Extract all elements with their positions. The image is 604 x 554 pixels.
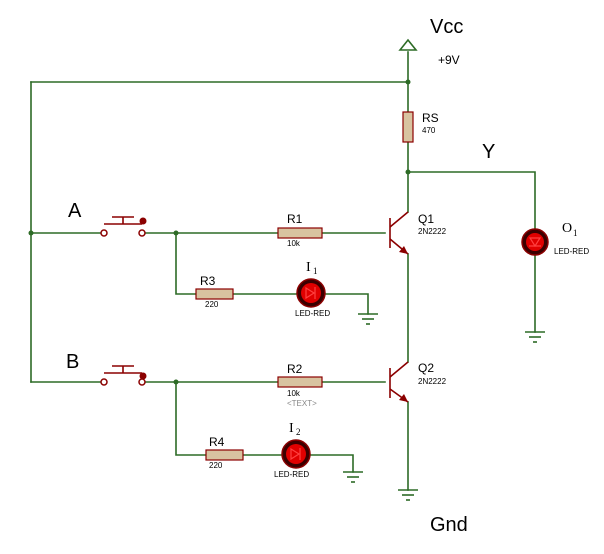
led-i2-diode-icon xyxy=(290,447,301,461)
q1-emitter-arrow-icon xyxy=(399,246,408,254)
led-i2-subscript: 2 xyxy=(296,427,301,437)
vcc-terminal: Vcc +9V xyxy=(398,16,463,67)
resistor-r1-name: R1 xyxy=(287,212,303,226)
junction-dot xyxy=(173,230,179,236)
led-i1-glow xyxy=(301,283,321,303)
q1-name: Q1 xyxy=(418,212,434,226)
resistor-r4-value: 220 xyxy=(209,461,223,470)
switch-a-right-contact xyxy=(138,229,146,237)
resistor-r1: R1 10k xyxy=(277,212,323,248)
junctions xyxy=(28,79,411,385)
switch-b-left-contact xyxy=(100,378,108,386)
resistor-r1-body xyxy=(277,227,323,239)
ground-i2-icon xyxy=(343,471,363,483)
output-y-label: Y xyxy=(482,141,495,163)
resistor-r2-body xyxy=(277,376,323,388)
transistor-q2: Q2 2N2222 xyxy=(389,361,447,403)
ground-i1-icon xyxy=(358,313,378,325)
b-to-r4-wire xyxy=(175,381,207,456)
junction-dot xyxy=(405,169,411,175)
led-o1-part: LED-RED xyxy=(554,247,589,256)
q1-part: 2N2222 xyxy=(418,227,447,236)
resistor-rs-value: 470 xyxy=(422,126,436,135)
ground-main-icon xyxy=(398,489,418,501)
junction-dot xyxy=(173,379,179,385)
q2-name: Q2 xyxy=(418,361,434,375)
led-i1-subscript: 1 xyxy=(313,266,318,276)
vcc-value-label: +9V xyxy=(438,53,460,67)
resistor-r3-value: 220 xyxy=(205,300,219,309)
led-o1-glow xyxy=(526,233,544,251)
vcc-arrow-icon xyxy=(398,38,418,51)
led-o1-subscript: 1 xyxy=(573,228,578,238)
led-i2-glow xyxy=(286,444,306,464)
i2-to-ground-wire xyxy=(309,454,354,473)
switch-b-right-contact xyxy=(138,378,146,386)
led-o1: O 1 LED-RED xyxy=(521,221,589,256)
resistor-r4-body xyxy=(205,449,244,461)
resistor-r3-name: R3 xyxy=(200,274,216,288)
q2-collector-lead xyxy=(389,361,409,378)
junction-dot xyxy=(405,79,411,85)
switch-b[interactable] xyxy=(100,365,147,386)
y-to-o1-wire xyxy=(407,171,536,229)
led-i1: I 1 LED-RED xyxy=(295,260,330,318)
q1-collector-lead xyxy=(389,211,409,228)
transistor-q1: Q1 2N2222 xyxy=(389,211,447,255)
led-o1-name: O xyxy=(562,221,572,236)
resistor-r4: R4 220 xyxy=(205,435,244,470)
a-to-r3-wire xyxy=(175,232,197,295)
resistor-r2-value: 10k xyxy=(287,389,301,398)
resistor-rs-body xyxy=(402,111,414,143)
junction-dot xyxy=(28,230,34,236)
input-a-label: A xyxy=(68,200,82,222)
resistor-r2: R2 10k <TEXT> xyxy=(277,362,323,408)
resistor-r2-name: R2 xyxy=(287,362,303,376)
switch-a-left-contact xyxy=(100,229,108,237)
input-b-label: B xyxy=(66,351,79,373)
gnd-label: Gnd xyxy=(430,514,468,536)
led-i2-name: I xyxy=(289,421,294,436)
switch-b-button-icon xyxy=(139,372,147,380)
q2-part: 2N2222 xyxy=(418,377,447,386)
led-i1-name: I xyxy=(306,260,311,275)
i1-to-ground-wire xyxy=(325,293,369,315)
resistor-r4-name: R4 xyxy=(209,435,225,449)
led-i1-part: LED-RED xyxy=(295,309,330,318)
resistor-rs-name: RS xyxy=(422,111,439,125)
resistor-r1-value: 10k xyxy=(287,239,301,248)
resistor-r3-body xyxy=(195,288,234,300)
ground-o1-icon xyxy=(525,331,545,343)
led-o1-diode-icon xyxy=(528,237,542,248)
led-i2-part: LED-RED xyxy=(274,470,309,479)
resistor-r2-text-placeholder: <TEXT> xyxy=(287,399,317,408)
switch-a-button-icon xyxy=(139,217,147,225)
resistor-r3: R3 220 xyxy=(195,274,234,309)
q2-emitter-arrow-icon xyxy=(399,394,408,402)
vcc-label: Vcc xyxy=(430,16,463,38)
led-i2: I 2 LED-RED xyxy=(274,421,311,479)
resistor-rs: RS 470 xyxy=(402,111,439,143)
led-i1-diode-icon xyxy=(305,286,316,300)
wires xyxy=(30,51,536,491)
switch-a[interactable] xyxy=(100,216,147,237)
